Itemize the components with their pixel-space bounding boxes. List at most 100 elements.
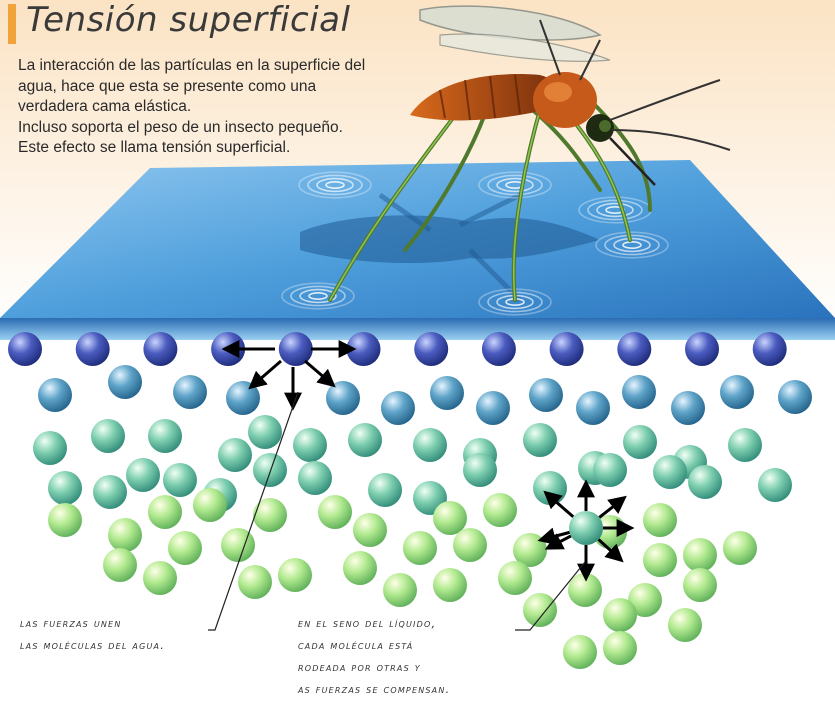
force-arrow: [305, 361, 333, 385]
caption-surface-forces: Las fuerzas unen las moléculas del agua.: [20, 612, 165, 656]
surface-molecule: [617, 332, 651, 366]
caption-line: cada molécula está: [298, 634, 450, 656]
molecule: [226, 381, 260, 415]
surface-molecule: [414, 332, 448, 366]
description-line: agua, hace que esta se presente como una: [18, 77, 438, 98]
molecule: [143, 561, 177, 595]
bulk-molecule: [569, 511, 603, 545]
molecule: [523, 423, 557, 457]
molecule: [778, 380, 812, 414]
molecule: [683, 538, 717, 572]
molecule: [683, 568, 717, 602]
molecule: [463, 453, 497, 487]
molecule: [529, 378, 563, 412]
molecule: [238, 565, 272, 599]
surface-molecule: [8, 332, 42, 366]
force-arrow: [599, 498, 624, 517]
surface-molecule: [753, 332, 787, 366]
force-arrow: [251, 361, 281, 387]
molecule: [728, 428, 762, 462]
molecule: [403, 531, 437, 565]
molecule: [48, 503, 82, 537]
molecule: [173, 375, 207, 409]
surface-molecule: [685, 332, 719, 366]
molecule: [126, 458, 160, 492]
molecule: [603, 598, 637, 632]
molecule: [148, 495, 182, 529]
molecule: [523, 593, 557, 627]
molecule: [381, 391, 415, 425]
caption-line: Las fuerzas unen: [20, 612, 165, 634]
caption-line: rodeada por otras y: [298, 656, 450, 678]
molecule: [720, 375, 754, 409]
molecule: [278, 558, 312, 592]
surface-molecule: [279, 332, 313, 366]
molecule: [33, 431, 67, 465]
description-line: La interacción de las partículas en la s…: [18, 56, 438, 77]
molecule: [163, 463, 197, 497]
molecule: [643, 503, 677, 537]
molecule: [93, 475, 127, 509]
description-line: verdadera cama elástica.: [18, 97, 438, 118]
molecule: [603, 631, 637, 665]
molecule: [293, 428, 327, 462]
molecule: [38, 378, 72, 412]
molecule: [218, 438, 252, 472]
caption-line: las moléculas del agua.: [20, 634, 165, 656]
description-line: Incluso soporta el peso de un insecto pe…: [18, 118, 438, 139]
molecule: [453, 528, 487, 562]
caption-bulk-forces: En el seno del líquido, cada molécula es…: [298, 612, 450, 700]
molecule: [413, 428, 447, 462]
molecule: [593, 453, 627, 487]
surface-molecule: [550, 332, 584, 366]
molecule: [91, 419, 125, 453]
molecule: [353, 513, 387, 547]
molecule: [253, 498, 287, 532]
diagram-title: Tensión superficial: [26, 0, 350, 40]
surface-molecule: [143, 332, 177, 366]
molecule: [623, 425, 657, 459]
molecule: [430, 376, 464, 410]
molecule: [383, 573, 417, 607]
molecule: [622, 375, 656, 409]
molecule: [253, 453, 287, 487]
title-accent-bar: [8, 4, 16, 44]
surface-molecule: [482, 332, 516, 366]
molecule: [533, 471, 567, 505]
molecule: [433, 501, 467, 535]
molecule: [326, 381, 360, 415]
molecule: [193, 488, 227, 522]
molecule: [168, 531, 202, 565]
molecule: [568, 573, 602, 607]
surface-molecule: [76, 332, 110, 366]
molecule: [348, 423, 382, 457]
molecule: [108, 365, 142, 399]
molecule: [148, 419, 182, 453]
molecule: [221, 528, 255, 562]
molecule: [576, 391, 610, 425]
molecule: [563, 635, 597, 669]
molecule: [318, 495, 352, 529]
molecule: [653, 455, 687, 489]
caption-line: En el seno del líquido,: [298, 612, 450, 634]
molecule: [48, 471, 82, 505]
molecule: [298, 461, 332, 495]
description-text: La interacción de las partículas en la s…: [18, 56, 438, 159]
molecule: [643, 543, 677, 577]
molecule: [668, 608, 702, 642]
molecule: [108, 518, 142, 552]
molecule: [758, 468, 792, 502]
molecule: [103, 548, 137, 582]
molecule: [476, 391, 510, 425]
molecule: [433, 568, 467, 602]
molecule: [671, 391, 705, 425]
molecule: [688, 465, 722, 499]
molecule: [483, 493, 517, 527]
molecule: [498, 561, 532, 595]
molecule: [248, 415, 282, 449]
molecule: [723, 531, 757, 565]
caption-line: as fuerzas se compensan.: [298, 678, 450, 700]
molecule: [368, 473, 402, 507]
molecule: [343, 551, 377, 585]
